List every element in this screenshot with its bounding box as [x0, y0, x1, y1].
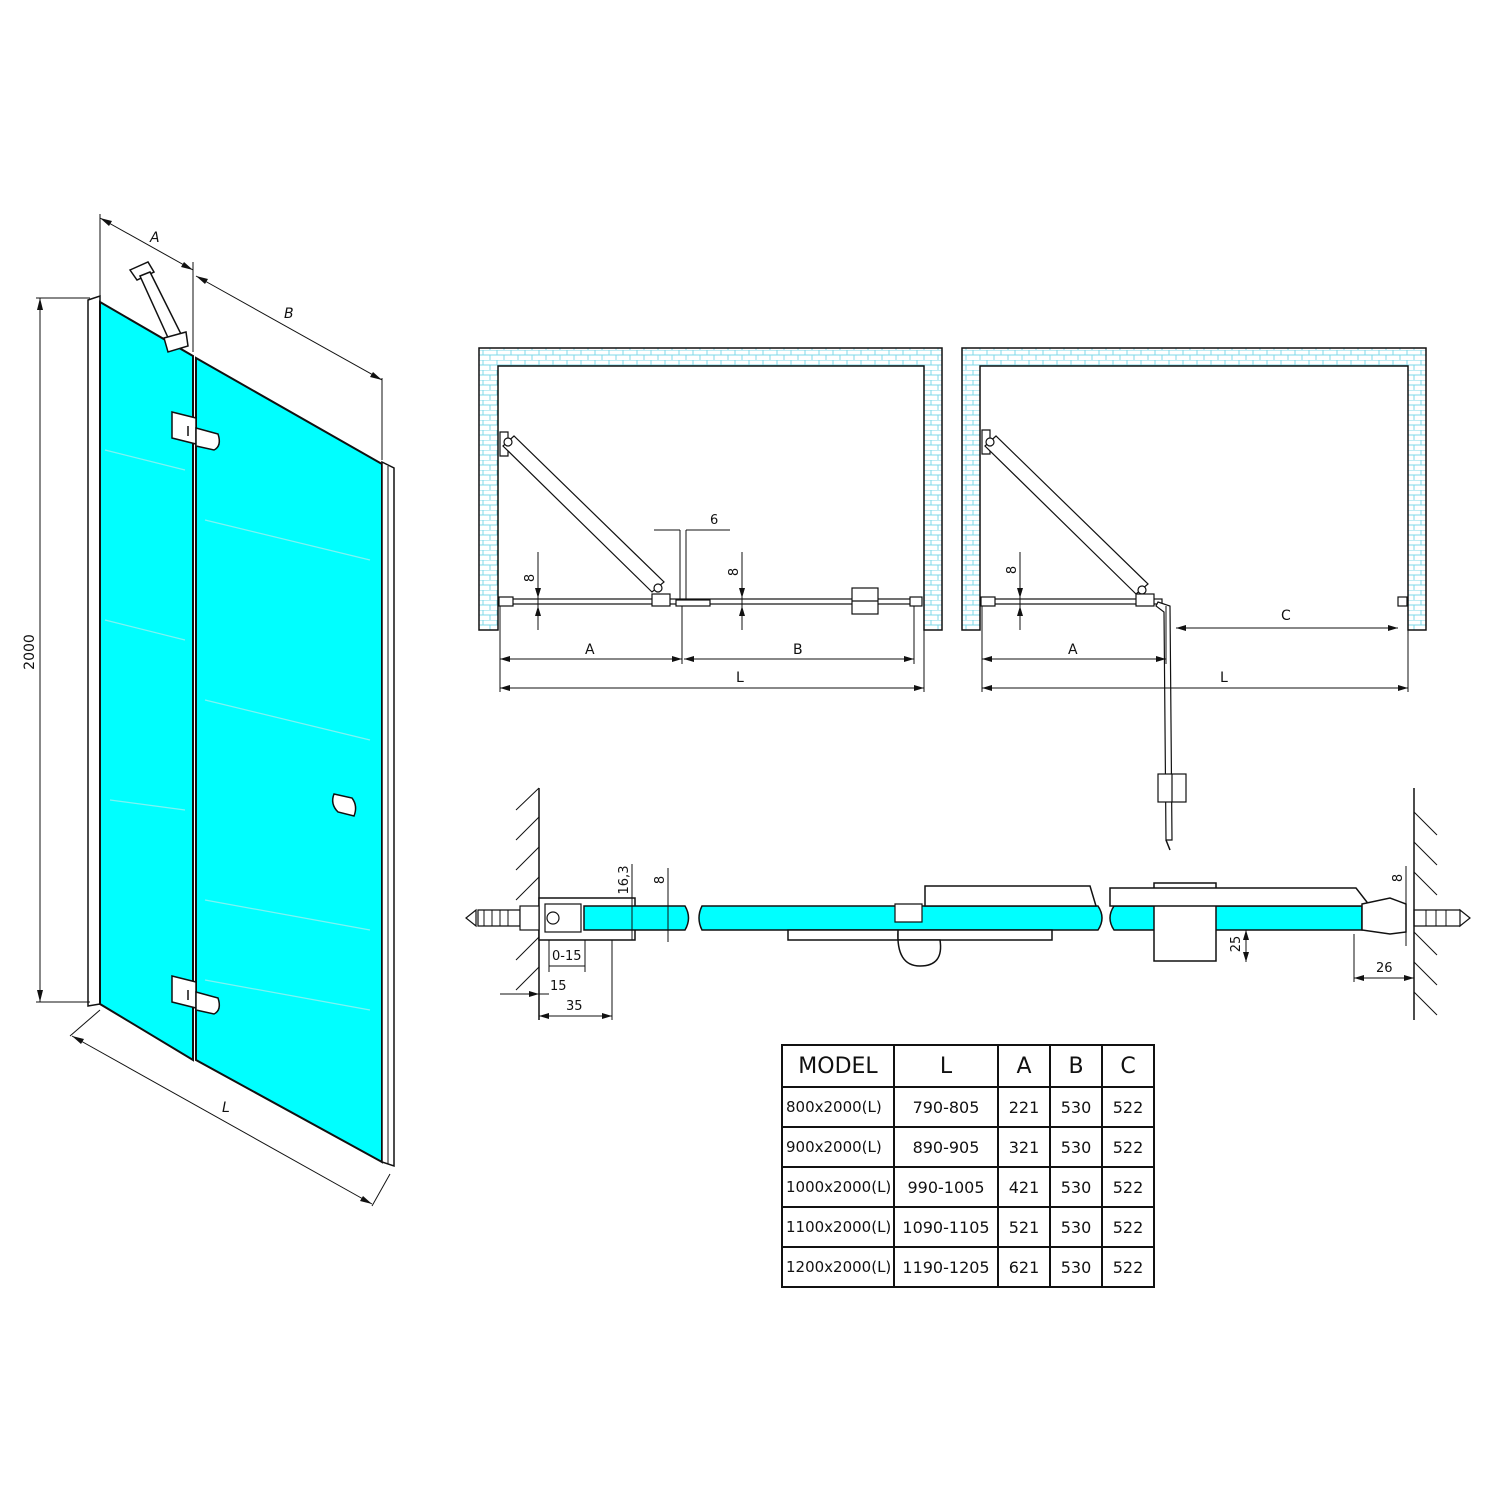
dim-a-plan2-label: A	[1068, 642, 1078, 658]
table-cell: 800x2000(L)	[781, 1086, 895, 1128]
table-row: 800x2000(L) 790-805 221 530 522	[781, 1086, 1155, 1128]
table-cell: 1100x2000(L)	[781, 1206, 895, 1248]
table-header-model: MODEL	[781, 1044, 895, 1088]
table-cell: 621	[997, 1246, 1051, 1288]
table-cell: 990-1005	[893, 1166, 999, 1208]
dim-b-plan1-label: B	[793, 642, 803, 658]
table-cell: 1200x2000(L)	[781, 1246, 895, 1288]
dim-8-a-label: 8	[523, 574, 538, 582]
dim-b-iso-label: B	[284, 306, 294, 322]
dim-8-plan2-label: 8	[1005, 566, 1020, 574]
table-cell: 522	[1101, 1246, 1155, 1288]
dim-8-sec-left-label: 8	[653, 876, 668, 884]
dim-height-label: 2000	[22, 634, 38, 670]
dim-16-3-label: 16,3	[617, 866, 632, 895]
table-header-b: B	[1049, 1044, 1103, 1088]
hinge-bottom-icon	[171, 975, 221, 1015]
table-row: 1000x2000(L) 990-1005 421 530 522	[781, 1166, 1155, 1208]
dim-l-iso-label: L	[222, 1100, 230, 1116]
door-isometric-view: A B 2000 L	[22, 214, 395, 1207]
dim-8-sec-right-label: 8	[1391, 874, 1406, 882]
table-cell: 530	[1049, 1086, 1103, 1128]
table-cell: 530	[1049, 1166, 1103, 1208]
table-cell: 1000x2000(L)	[781, 1166, 895, 1208]
fixed-glass-panel	[99, 300, 194, 1062]
stabilizer-bar-icon	[128, 261, 189, 353]
plan-view-closed: 6 8 8 A B L	[478, 347, 943, 692]
dim-8-b-label: 8	[727, 568, 742, 576]
table-row: 1200x2000(L) 1190-1205 621 530 522	[781, 1246, 1155, 1288]
table-header-l: L	[893, 1044, 999, 1088]
dim-6-label: 6	[710, 513, 718, 528]
table-cell: 522	[1101, 1166, 1155, 1208]
hinge-top-icon	[171, 411, 221, 451]
table-header-c: C	[1101, 1044, 1155, 1088]
table-cell: 321	[997, 1126, 1051, 1168]
table-cell: 900x2000(L)	[781, 1126, 895, 1168]
handle-icon	[331, 793, 357, 817]
table-cell: 530	[1049, 1246, 1103, 1288]
table-cell: 1190-1205	[893, 1246, 999, 1288]
table-cell: 890-905	[893, 1126, 999, 1168]
dim-0-15-label: 0-15	[552, 949, 582, 964]
table-cell: 522	[1101, 1086, 1155, 1128]
dim-25-label: 25	[1229, 936, 1244, 953]
table-cell: 790-805	[893, 1086, 999, 1128]
profile-cross-section: 16,3 8 0-15 15 35 25 26 8	[465, 787, 1471, 1020]
table-cell: 522	[1101, 1206, 1155, 1248]
door-glass-panel	[195, 356, 383, 1164]
dim-15-label: 15	[550, 979, 567, 994]
model-dimension-table: MODEL L A B C 800x2000(L) 790-805 221 53…	[781, 1044, 1155, 1288]
dim-l-plan2-label: L	[1220, 670, 1228, 686]
plan-view-open: 8 C A L	[961, 347, 1427, 851]
table-row: 900x2000(L) 890-905 321 530 522	[781, 1126, 1155, 1168]
table-cell: 221	[997, 1086, 1051, 1128]
table-cell: 530	[1049, 1126, 1103, 1168]
table-header-a: A	[997, 1044, 1051, 1088]
table-row: 1100x2000(L) 1090-1105 521 530 522	[781, 1206, 1155, 1248]
table-header-row: MODEL L A B C	[781, 1044, 1155, 1088]
table-cell: 522	[1101, 1126, 1155, 1168]
dim-l-plan1-label: L	[736, 670, 744, 686]
dim-a-plan1-label: A	[585, 642, 595, 658]
dim-26-label: 26	[1376, 961, 1393, 976]
dim-a-iso-label: A	[149, 230, 160, 246]
table-cell: 521	[997, 1206, 1051, 1248]
table-cell: 421	[997, 1166, 1051, 1208]
dim-c-label: C	[1281, 608, 1291, 624]
dim-35-label: 35	[566, 999, 583, 1014]
table-cell: 1090-1105	[893, 1206, 999, 1248]
table-cell: 530	[1049, 1206, 1103, 1248]
